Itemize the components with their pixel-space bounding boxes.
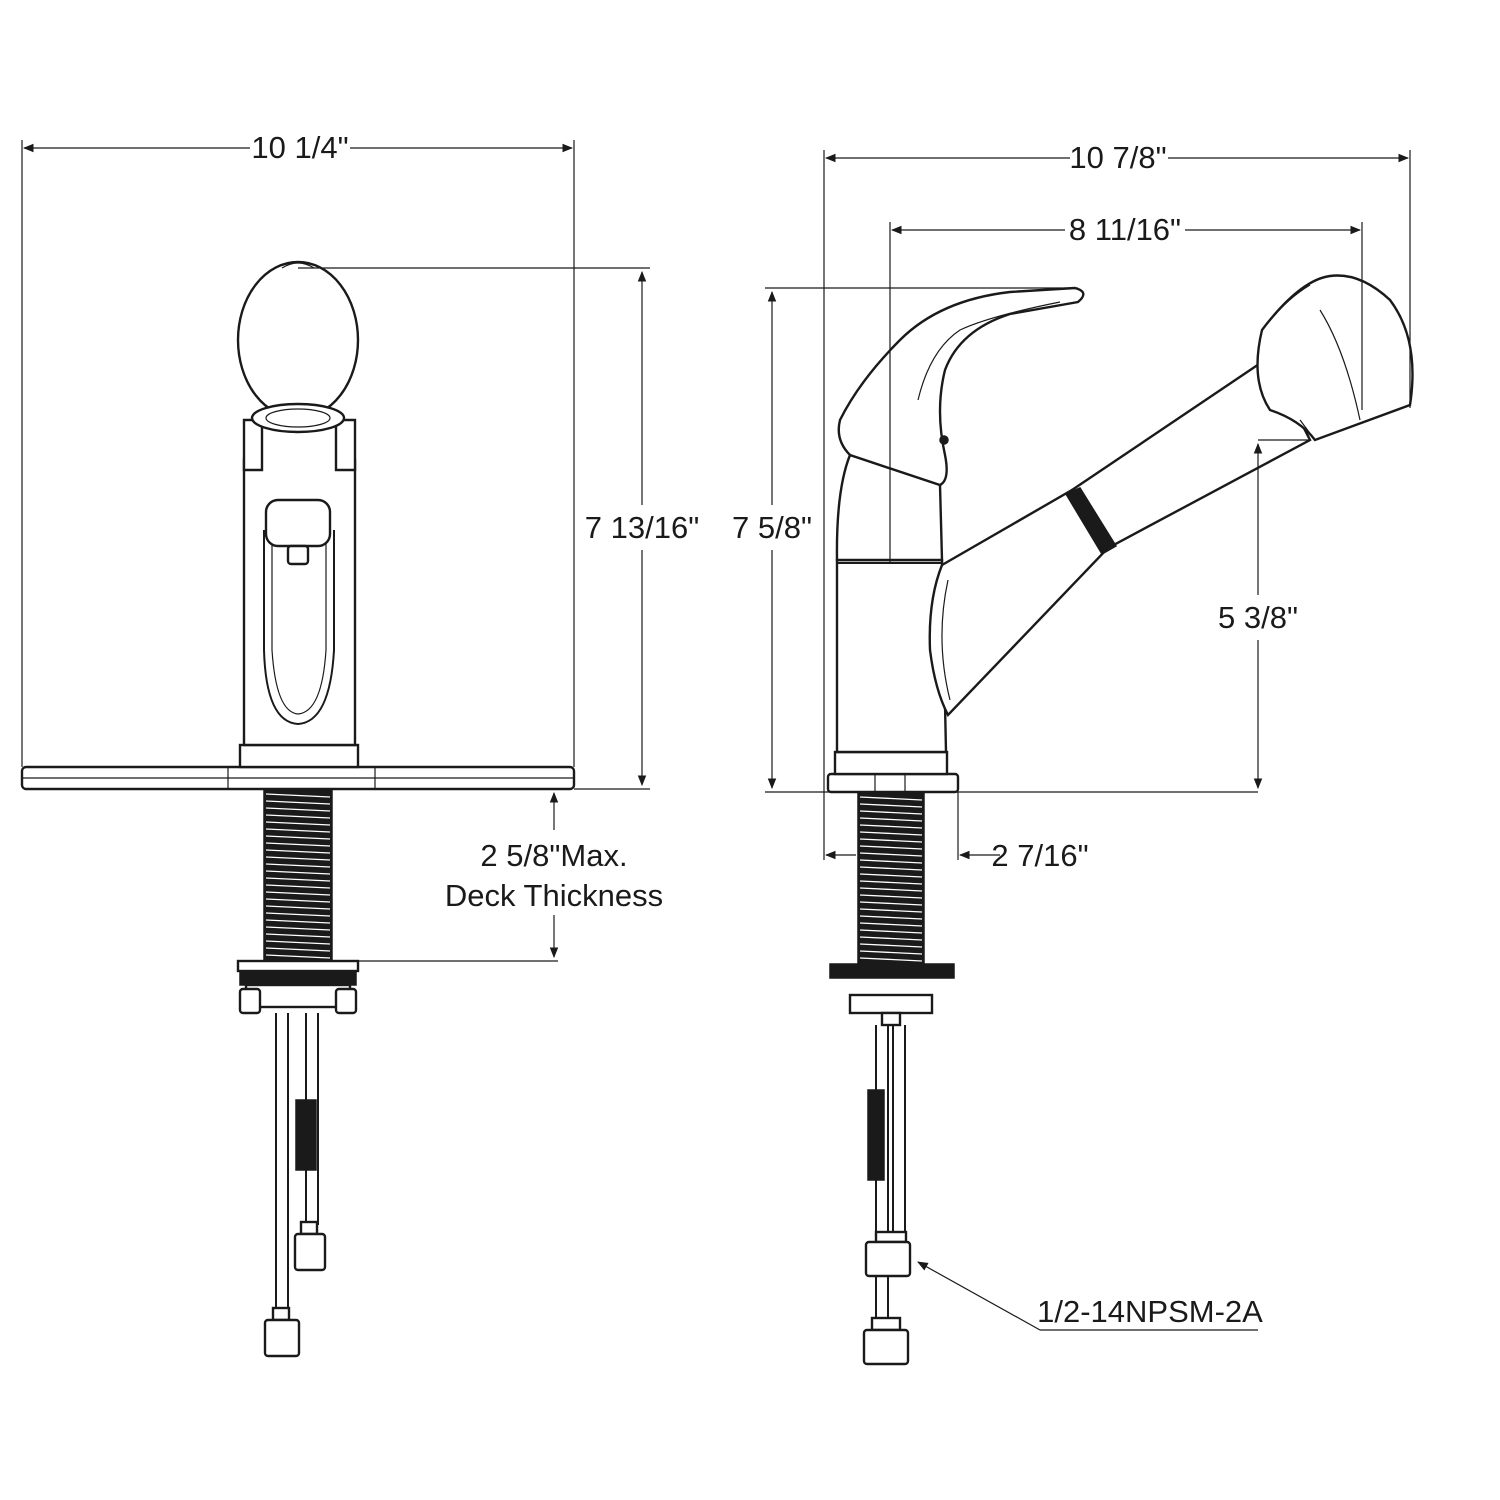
thread-ridge [859,936,923,941]
thread-ridge [859,845,923,850]
thread-ridge [265,947,331,952]
thread-ridge [265,800,331,805]
side-dimensions [765,150,1411,1331]
side-mounting-nut [829,963,955,1027]
thread-ridge [265,814,331,819]
thread-ridge [265,849,331,854]
front-width-label: 10 1/4" [251,130,348,165]
thread-ridge [859,810,923,815]
side-height-label: 7 5/8" [732,510,812,545]
thread-ridge [859,796,923,801]
thread-ridge [265,919,331,924]
front-threaded-shank [263,788,333,962]
front-view: 10 1/4" 7 13/16" 2 5/8"Max. Deck Thickne… [20,130,699,1358]
front-faucet-body [236,260,360,769]
thread-ridge [265,912,331,917]
thread-ridge [859,957,923,962]
spout-height-label: 5 3/8" [1218,600,1298,635]
thread-ridge [265,793,331,798]
thread-ridge [859,929,923,934]
thread-ridge [265,905,331,910]
thread-ridge [859,817,923,822]
front-supply-lines [263,1013,327,1358]
front-deck-plate [20,765,576,791]
thread-ridge [859,838,923,843]
thread-ridge [859,831,923,836]
thread-ridge [859,880,923,885]
thread-ridge [265,884,331,889]
thread-ridge [859,824,923,829]
side-base [826,750,960,794]
side-view: 10 7/8" 8 11/16" 7 5/8" 5 3/8" 2 7/16" 1… [732,140,1414,1366]
thread-ridge [859,859,923,864]
thread-ridge [265,828,331,833]
spout-reach-label: 8 11/16" [1069,212,1181,247]
thread-ridge [265,807,331,812]
thread-ridge [859,922,923,927]
thread-ridge [265,933,331,938]
base-diameter-label: 2 7/16" [991,838,1088,873]
thread-ridge [265,926,331,931]
side-faucet-body [835,274,1414,754]
thread-ridge [265,891,331,896]
thread-ridge [859,852,923,857]
front-height-label: 7 13/16" [585,510,699,545]
thread-ridge [859,908,923,913]
thread-ridge [265,870,331,875]
thread-ridge [859,950,923,955]
front-dimensions [21,140,650,962]
side-supply-lines [862,1025,912,1366]
front-mounting-nut [236,959,360,1015]
thread-ridge [265,835,331,840]
thread-ridge [265,940,331,945]
thread-ridge [859,866,923,871]
thread-ridge [859,943,923,948]
thread-ridge [859,894,923,899]
thread-ridge [265,877,331,882]
thread-ridge [265,821,331,826]
deck-thickness-label-2: Deck Thickness [445,878,663,913]
thread-ridge [859,915,923,920]
thread-ridge [265,898,331,903]
deck-thickness-label-1: 2 5/8"Max. [480,838,627,873]
side-threaded-shank [857,791,925,965]
thread-ridge [265,954,331,959]
thread-spec-label: 1/2-14NPSM-2A [1037,1294,1263,1329]
thread-ridge [265,842,331,847]
thread-ridge [859,901,923,906]
side-reach-label: 10 7/8" [1069,140,1166,175]
thread-ridge [265,856,331,861]
thread-ridge [265,863,331,868]
thread-ridge [859,873,923,878]
thread-ridge [859,887,923,892]
thread-ridge [859,803,923,808]
